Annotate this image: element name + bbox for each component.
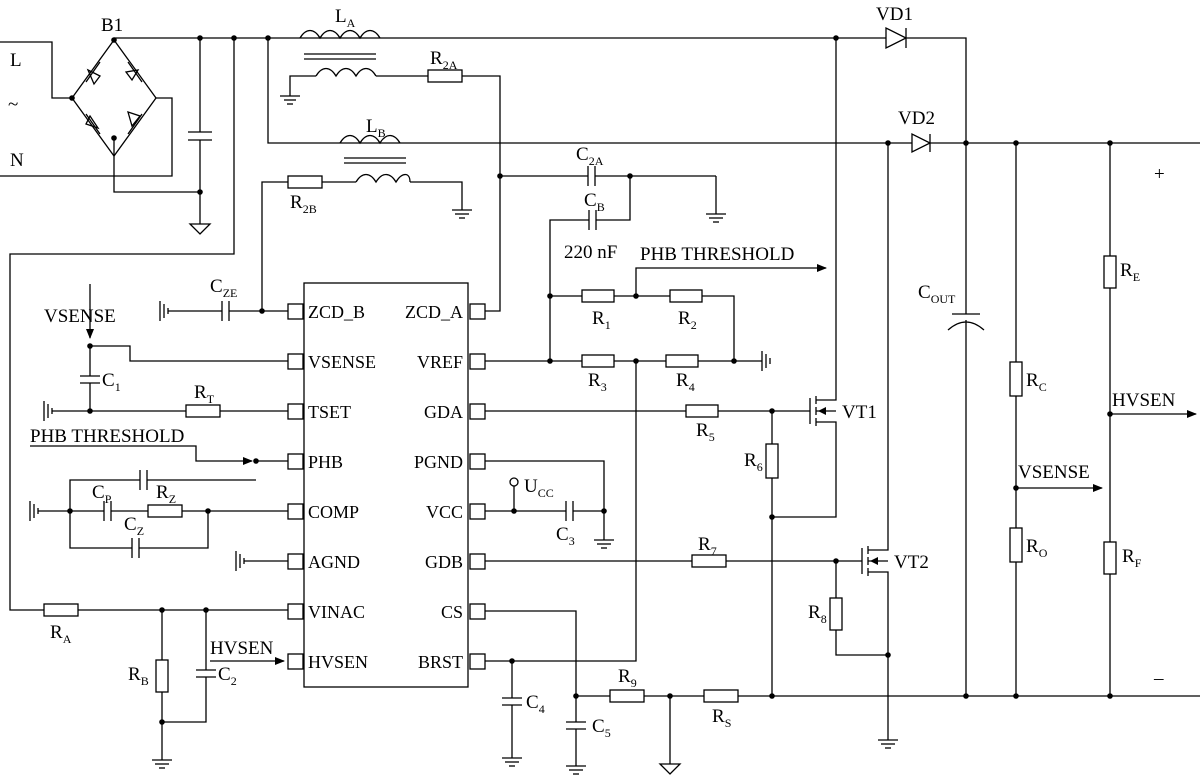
r6-label: R6 [744, 450, 763, 474]
r9-label: R9 [618, 666, 637, 690]
pin-hvsen: HVSEN [308, 652, 368, 672]
pin-comp: COMP [308, 502, 359, 522]
ro-label: RO [1026, 536, 1048, 560]
output-stage [836, 26, 1200, 699]
c2-label: C2 [218, 664, 237, 688]
rs-label: RS [712, 706, 731, 730]
pin-zcd-a: ZCD_A [405, 302, 463, 322]
pin-gda: GDA [424, 402, 463, 422]
vsense-right-label: VSENSE [1018, 462, 1090, 483]
pin-phb: PHB [308, 452, 343, 472]
r2b-label: R2B [290, 192, 317, 216]
minus-terminal-label: – [1153, 668, 1164, 689]
vt1-label: VT1 [842, 402, 877, 423]
cb-value-label: 220 nF [564, 242, 617, 263]
cze-label: CZE [210, 276, 237, 300]
la-label: LA [335, 6, 356, 30]
rt-label: RT [194, 382, 215, 406]
pin-cs: CS [441, 602, 463, 622]
rf-label: RF [1122, 546, 1142, 570]
bridge-rectifier [69, 37, 157, 158]
lb-label: LB [366, 116, 386, 140]
pin-brst: BRST [418, 652, 463, 672]
r1-label: R1 [592, 308, 611, 332]
zcd-a-network [485, 166, 827, 662]
inductor-la [280, 29, 501, 176]
hvsen-right-label: HVSEN [1112, 390, 1176, 411]
c1-label: C1 [102, 370, 121, 394]
plus-terminal-label: + [1154, 164, 1165, 185]
pin-vcc: VCC [426, 502, 463, 522]
r5-label: R5 [696, 420, 715, 444]
c3-label: C3 [556, 524, 575, 548]
vd1-label: VD1 [876, 4, 913, 25]
input-wiring [0, 35, 888, 611]
r3-label: R3 [588, 370, 607, 394]
c5-label: C5 [592, 716, 611, 740]
pin-vsense: VSENSE [308, 352, 376, 372]
pin-tset: TSET [308, 402, 351, 422]
cout-label: COUT [918, 282, 956, 306]
right-pin-network [485, 35, 1200, 775]
c4-label: C4 [526, 692, 545, 716]
rb-label: RB [128, 664, 149, 688]
left-control-network [29, 284, 288, 769]
phb-threshold-right-label: PHB THRESHOLD [640, 244, 794, 265]
c2a-label: C2A [576, 144, 604, 168]
ic-right-pin-boxes [469, 303, 486, 670]
r7-label: R7 [698, 534, 717, 558]
pin-pgnd: PGND [414, 452, 463, 472]
inductor-lb [261, 134, 472, 311]
cz-label: CZ [124, 514, 144, 538]
vsense-left-label: VSENSE [44, 306, 116, 327]
pin-vref: VREF [417, 352, 463, 372]
ac-tilde-label: ~ [8, 94, 18, 115]
bridge-label: B1 [101, 15, 123, 36]
pin-agnd: AGND [308, 552, 360, 572]
pin-gdb: GDB [425, 552, 463, 572]
controller-ic: ZCD_B VSENSE TSET PHB COMP AGND VINAC HV… [287, 282, 486, 688]
cb-label: CB [584, 190, 605, 214]
ra-label: RA [50, 622, 72, 646]
re-label: RE [1120, 260, 1140, 284]
r2-label: R2 [678, 308, 697, 332]
hvsen-left-label: HVSEN [210, 638, 274, 659]
vt2-label: VT2 [894, 552, 929, 573]
r4-label: R4 [676, 370, 695, 394]
ic-left-pin-boxes [287, 303, 304, 670]
line-label: L [10, 50, 22, 71]
pin-vinac: VINAC [308, 602, 365, 622]
rz-label: RZ [156, 482, 176, 506]
ucc-label: UCC [524, 476, 554, 500]
neutral-label: N [10, 150, 24, 171]
phb-threshold-left-label: PHB THRESHOLD [30, 426, 184, 447]
r2a-label: R2A [430, 48, 458, 72]
vd2-label: VD2 [898, 108, 935, 129]
cp-label: CP [92, 482, 112, 506]
pin-zcd-b: ZCD_B [308, 302, 365, 322]
rc-label: RC [1026, 370, 1047, 394]
r8-label: R8 [808, 602, 827, 626]
